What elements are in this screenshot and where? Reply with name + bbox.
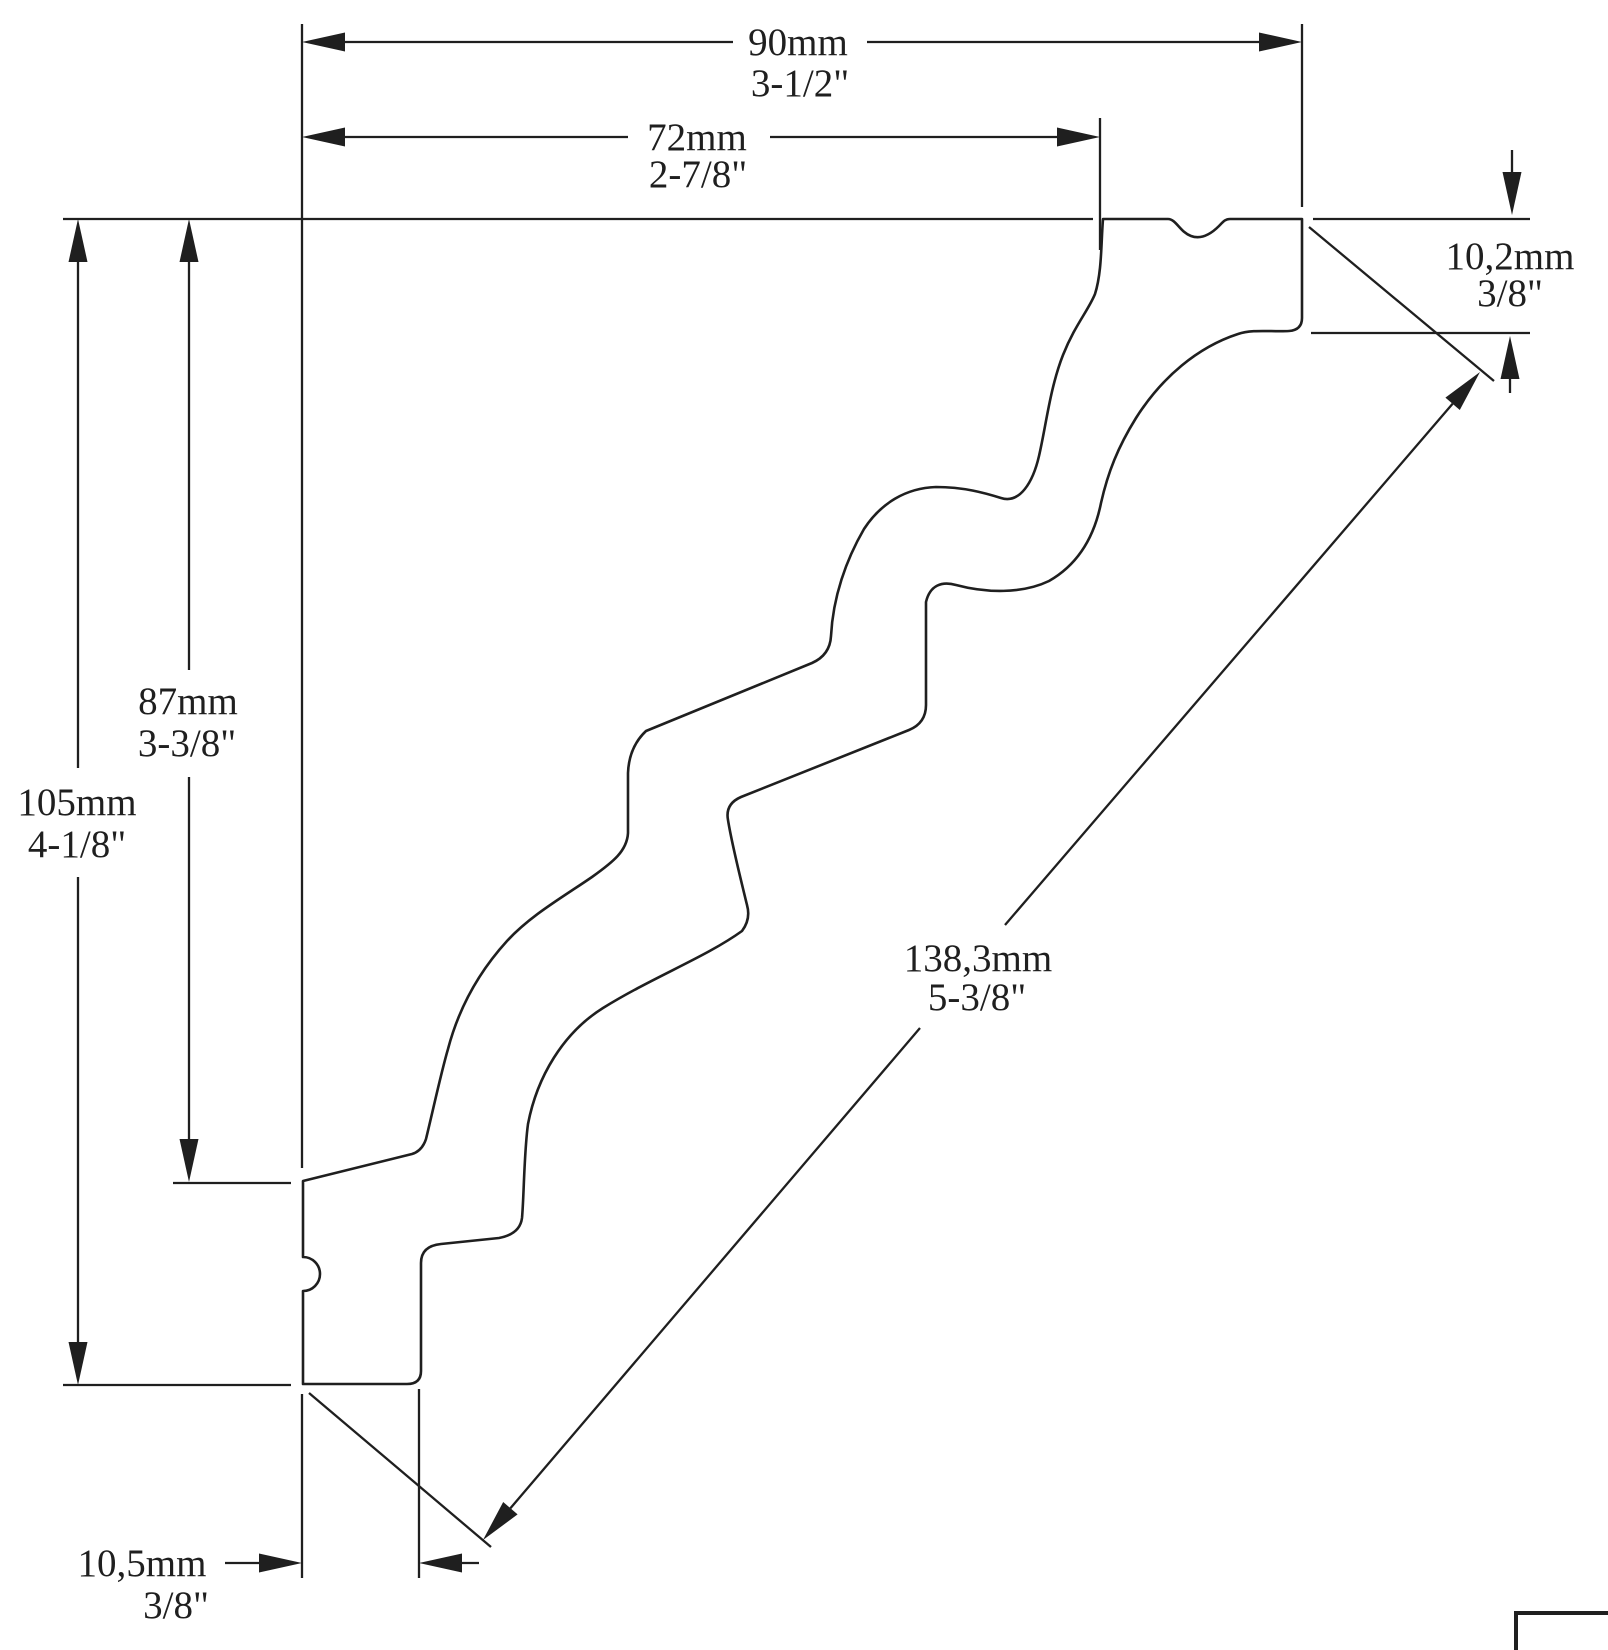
dimension-face-diagonal: 138,3mm 5-3/8" [483, 372, 1480, 1540]
label-upper-width-mm: 72mm [647, 116, 747, 159]
arrowhead-87-down [179, 1139, 199, 1182]
label-total-width-mm: 90mm [748, 21, 848, 64]
arrowhead-72-right [1057, 127, 1100, 147]
dimension-total-width: 90mm 3-1/2" [302, 21, 1302, 105]
molding-profile-outline [301, 217, 1304, 1386]
arrowhead-87-up [179, 219, 199, 262]
label-inner-height-mm: 87mm [138, 680, 238, 723]
dimension-ceiling-flange: 10,2mm 3/8" [1446, 150, 1575, 393]
arrowhead-105b-right-pointing [259, 1553, 302, 1573]
dim-line-138 [509, 403, 1454, 1509]
arrowhead-90-right [1259, 32, 1302, 52]
arrowhead-90-left [302, 32, 345, 52]
label-total-width-inch: 3-1/2" [751, 62, 849, 105]
frame-corner-mark [1514, 1611, 1608, 1650]
label-ceiling-flange-mm: 10,2mm [1446, 235, 1575, 278]
extension-oblique-bottom [308, 1392, 492, 1548]
reference-lines [63, 24, 1530, 1578]
dimension-inner-height: 87mm 3-3/8" [138, 219, 238, 1182]
dimension-total-height: 105mm 4-1/8" [17, 219, 137, 1385]
label-wall-flange-inch: 3/8" [143, 1584, 209, 1627]
label-total-height-inch: 4-1/8" [28, 823, 126, 866]
label-upper-width-inch: 2-7/8" [649, 153, 747, 196]
arrowhead-102-down [1502, 172, 1522, 215]
arrowhead-138-top [1445, 372, 1480, 410]
label-total-height-mm: 105mm [17, 781, 136, 824]
label-inner-height-inch: 3-3/8" [138, 722, 236, 765]
dimension-upper-width: 72mm 2-7/8" [302, 116, 1100, 196]
label-wall-flange-mm: 10,5mm [78, 1542, 207, 1585]
molding-profile [301, 217, 1304, 1386]
label-face-diagonal-mm: 138,3mm [904, 937, 1052, 980]
arrowhead-105-down [68, 1342, 88, 1385]
arrowhead-105-up [68, 219, 88, 262]
arrowhead-105b-left-pointing [419, 1553, 462, 1573]
label-face-diagonal-inch: 5-3/8" [928, 976, 1026, 1019]
arrowhead-102-up [1500, 336, 1520, 379]
label-ceiling-flange-inch: 3/8" [1477, 272, 1543, 315]
arrowhead-138-bottom [483, 1502, 518, 1540]
extension-oblique-top [1308, 226, 1495, 382]
dimension-wall-flange: 10,5mm 3/8" [78, 1542, 479, 1627]
arrowhead-72-left [302, 127, 345, 147]
